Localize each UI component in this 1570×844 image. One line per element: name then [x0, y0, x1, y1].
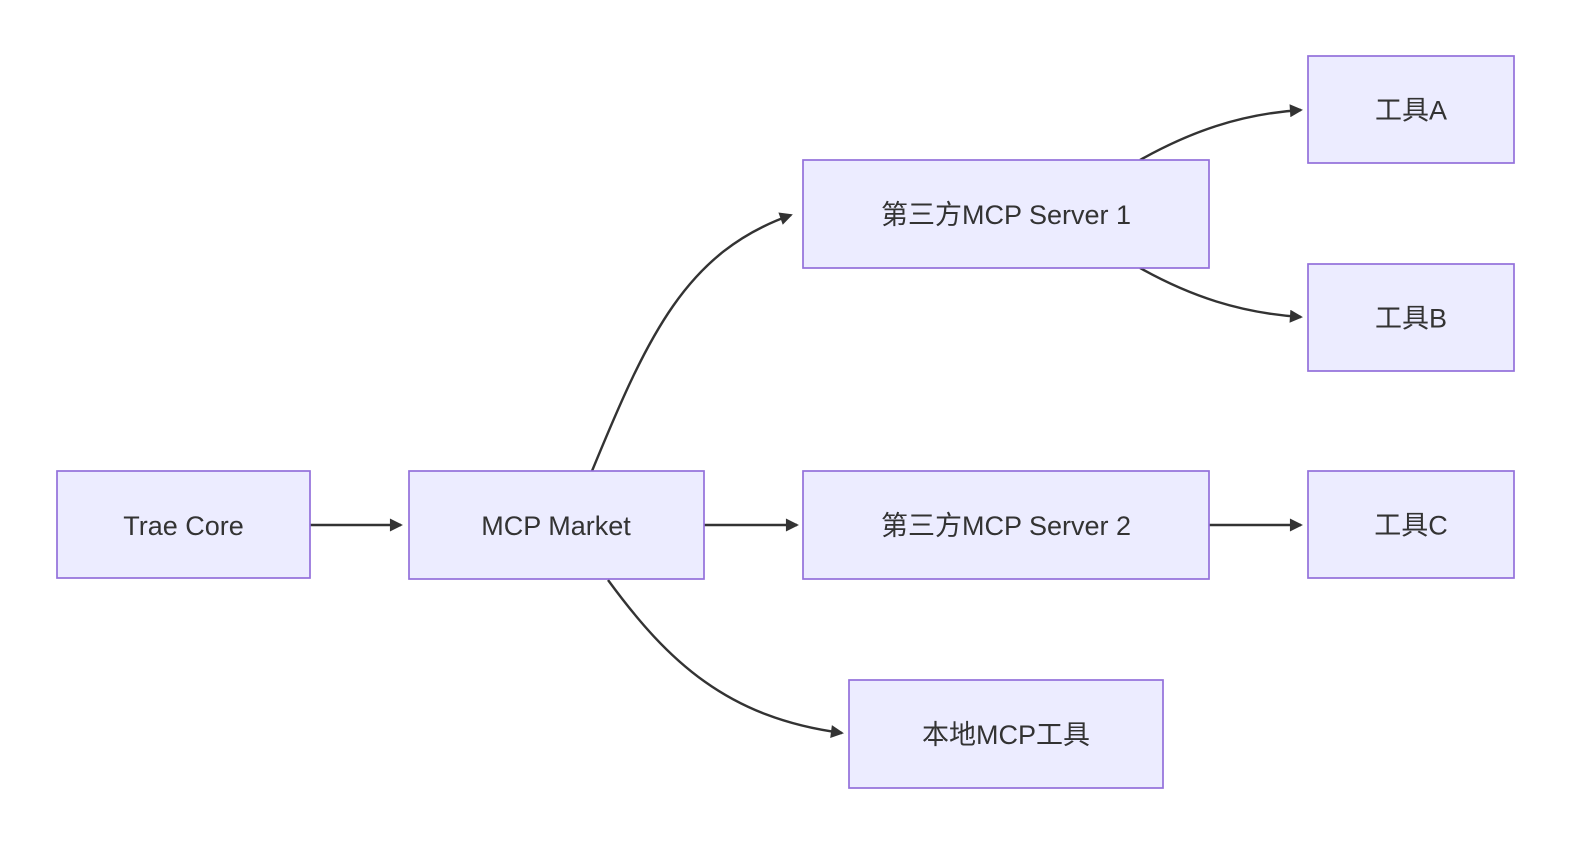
node-tool-a: 工具A — [1307, 55, 1515, 164]
node-server1-label: 第三方MCP Server 1 — [881, 200, 1131, 230]
node-trae-core-box — [56, 470, 311, 579]
node-trae-core: Trae Core — [56, 470, 311, 579]
node-server2-box — [802, 470, 1210, 580]
node-tool-b-box — [1307, 263, 1515, 372]
edge-mcp-market-to-local-tool — [607, 579, 844, 738]
node-tool-a-box — [1307, 55, 1515, 164]
node-tool-c-box — [1307, 470, 1515, 579]
node-local-tool-box — [848, 679, 1164, 789]
node-mcp-market-label: MCP Market — [481, 511, 631, 541]
node-mcp-market: MCP Market — [408, 470, 705, 580]
node-server2: 第三方MCP Server 2 — [802, 470, 1210, 580]
node-mcp-market-box — [408, 470, 705, 580]
edge-server1-to-tool-a — [1139, 104, 1303, 162]
node-server1: 第三方MCP Server 1 — [802, 159, 1210, 269]
node-layer: Trae Core MCP Market 第三方MCP Server 1 第三方… — [56, 55, 1515, 789]
node-tool-c-label: 工具C — [1374, 511, 1448, 541]
node-tool-c: 工具C — [1307, 470, 1515, 579]
node-server2-label: 第三方MCP Server 2 — [881, 511, 1131, 541]
edge-server1-to-tool-b — [1139, 266, 1303, 323]
edge-layer — [310, 104, 1303, 738]
node-tool-b: 工具B — [1307, 263, 1515, 372]
edge-mcp-market-to-server1 — [590, 212, 793, 472]
node-tool-b-label: 工具B — [1375, 304, 1447, 334]
node-tool-a-label: 工具A — [1375, 96, 1447, 126]
node-trae-core-label: Trae Core — [123, 511, 244, 541]
node-local-tool: 本地MCP工具 — [848, 679, 1164, 789]
node-local-tool-label: 本地MCP工具 — [922, 720, 1090, 750]
node-server1-box — [802, 159, 1210, 269]
